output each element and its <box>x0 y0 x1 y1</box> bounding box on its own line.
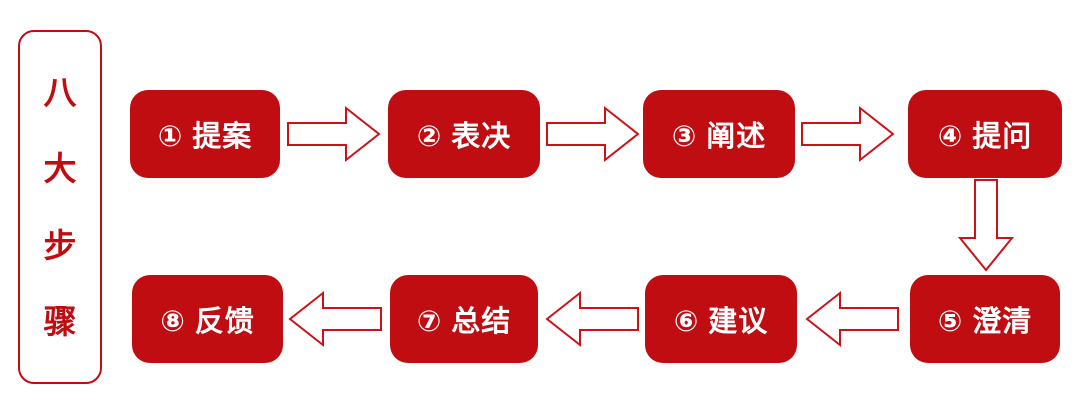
step-label: ④ 提问 <box>937 121 1033 153</box>
step-box-3-elaborate: ③ 阐述 <box>643 90 795 178</box>
arrow-left-icon <box>288 290 382 348</box>
title-char: 步 <box>43 226 77 264</box>
step-label: ⑥ 建议 <box>673 306 769 338</box>
step-box-8-feedback: ⑧ 反馈 <box>132 275 283 363</box>
step-label: ⑧ 反馈 <box>160 306 255 338</box>
step-label: ① 提案 <box>157 121 253 153</box>
title-char: 骤 <box>43 303 77 341</box>
arrow-right-icon <box>546 105 640 163</box>
title-char: 大 <box>43 150 77 188</box>
step-label: ② 表决 <box>416 121 512 153</box>
step-label: ③ 阐述 <box>671 121 767 153</box>
step-box-5-clarify: ⑤ 澄清 <box>910 275 1060 363</box>
step-box-1-proposal: ① 提案 <box>130 90 280 178</box>
step-box-2-vote: ② 表决 <box>388 90 540 178</box>
title-char: 八 <box>43 73 77 111</box>
step-box-7-summarize: ⑦ 总结 <box>390 275 538 363</box>
arrow-left-icon <box>805 290 899 348</box>
diagram-title-vertical: 八 大 步 骤 <box>18 30 102 384</box>
step-box-4-question: ④ 提问 <box>908 90 1062 178</box>
step-box-6-suggest: ⑥ 建议 <box>645 275 797 363</box>
arrow-right-icon <box>801 105 895 163</box>
arrow-down-icon <box>957 179 1015 272</box>
step-label: ⑦ 总结 <box>416 306 512 338</box>
arrow-right-icon <box>287 105 381 163</box>
step-label: ⑤ 澄清 <box>937 306 1033 338</box>
arrow-left-icon <box>545 290 639 348</box>
